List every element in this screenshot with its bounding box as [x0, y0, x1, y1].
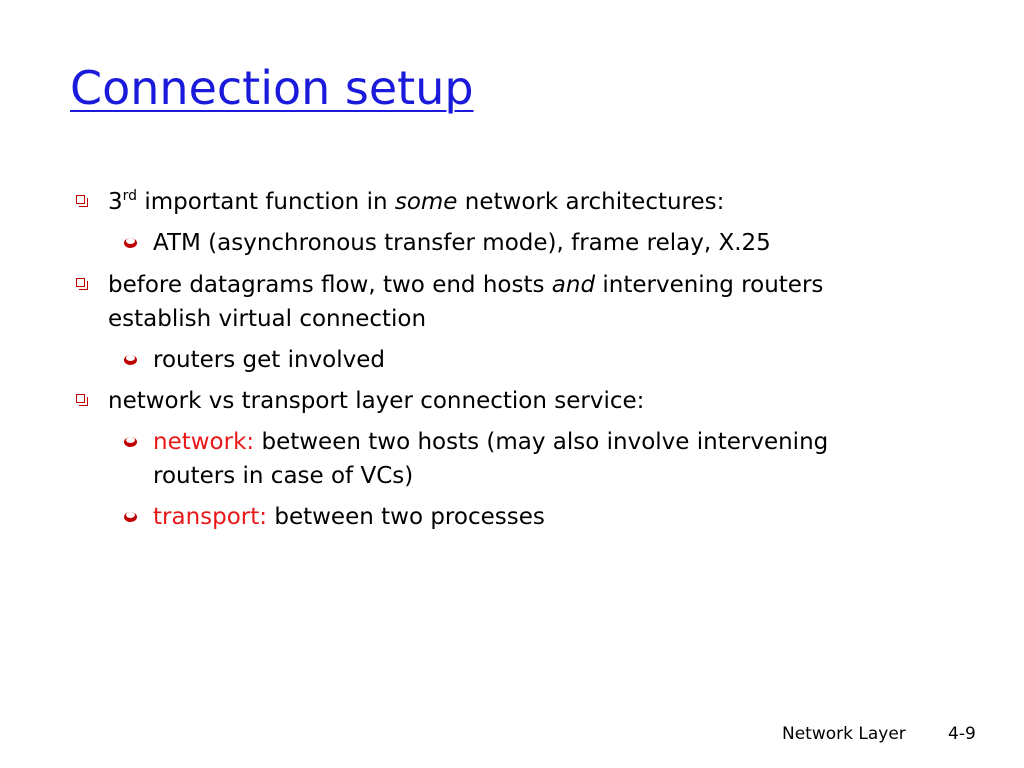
bullet-3-sub-1-line-2: routers in case of VCs) — [153, 463, 414, 489]
bullet-1-text-a: important function in — [137, 189, 395, 215]
circle-bullet-icon — [124, 512, 137, 522]
slide-title: Connection setup — [70, 61, 474, 115]
bullet-2-emphasis: and — [551, 272, 596, 298]
bullet-1-emphasis: some — [394, 189, 458, 215]
bullet-3-sub-2: transport: between two processes — [153, 500, 545, 534]
circle-bullet-icon — [124, 355, 137, 365]
bullet-2-text-a: before datagrams flow, two end hosts — [108, 272, 552, 298]
bullet-2-sub-1: routers get involved — [153, 347, 385, 373]
bullet-1-superscript: rd — [122, 188, 138, 204]
footer-page-number: 4-9 — [948, 724, 976, 744]
bullet-3: network vs transport layer connection se… — [108, 388, 645, 414]
square-bullet-icon — [76, 278, 88, 290]
bullet-1-number: 3 — [108, 189, 123, 215]
bullet-3-sub-1: network: between two hosts (may also inv… — [153, 425, 828, 459]
bullet-1: 3rd important function in some network a… — [108, 185, 724, 219]
bullet-2-line-2: establish virtual connection — [108, 306, 427, 332]
bullet-3-sub-2-text: between two processes — [267, 504, 545, 530]
bullet-3-sub-1-text: between two hosts (may also involve inte… — [254, 429, 829, 455]
footer-section: Network Layer — [782, 724, 906, 744]
network-label: network: — [153, 429, 255, 455]
square-bullet-icon — [76, 394, 88, 406]
bullet-2-text-b: intervening routers — [595, 272, 824, 298]
bullet-1-sub-1: ATM (asynchronous transfer mode), frame … — [153, 230, 771, 256]
transport-label: transport: — [153, 504, 268, 530]
square-bullet-icon — [76, 195, 88, 207]
bullet-1-text-b: network architectures: — [457, 189, 725, 215]
bullet-2: before datagrams flow, two end hosts and… — [108, 268, 823, 302]
circle-bullet-icon — [124, 437, 137, 447]
circle-bullet-icon — [124, 238, 137, 248]
